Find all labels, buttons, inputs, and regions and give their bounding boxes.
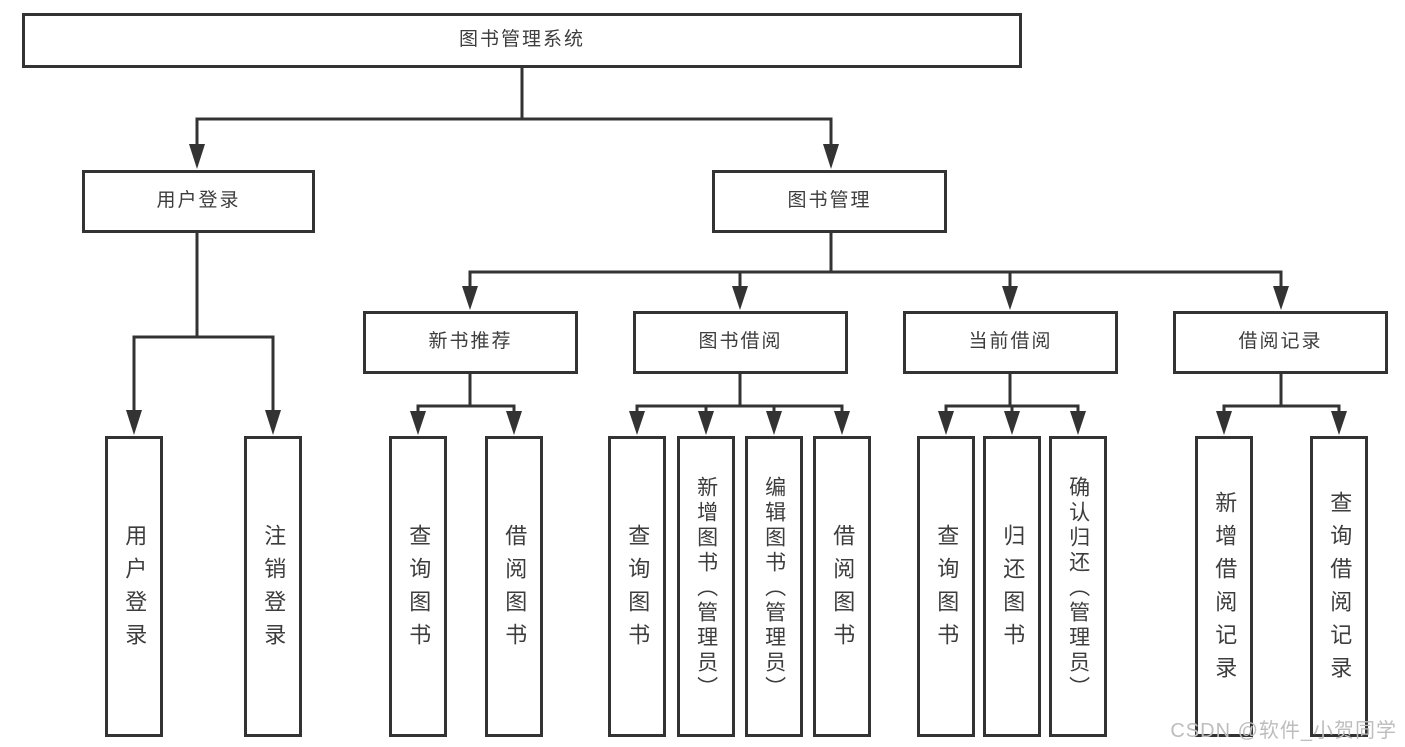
node-query-book-borrow: 查询图书 [608,436,666,737]
node-query-book-current: 查询图书 [917,436,975,737]
node-return-book: 归还图书 [983,436,1041,737]
arrowhead-icons [126,144,1347,435]
node-root: 图书管理系统 [22,13,1022,68]
node-borrow-book-recommend: 借阅图书 [485,436,543,737]
node-query-borrow-record: 查询借阅记录 [1310,436,1368,737]
node-borrow-book-leaf: 借阅图书 [813,436,871,737]
node-confirm-return-admin: 确认归还（管理员） [1049,436,1107,737]
node-borrow-records: 借阅记录 [1173,311,1388,374]
node-user-login-leaf: 用户登录 [105,436,163,737]
node-user-login: 用户登录 [82,170,315,233]
node-add-book-admin: 新增图书（管理员） [677,436,735,737]
node-new-book-recommend: 新书推荐 [363,311,578,374]
node-book-borrow: 图书借阅 [633,311,848,374]
node-book-management: 图书管理 [712,170,947,233]
node-logout-leaf: 注销登录 [244,436,302,737]
node-current-borrow: 当前借阅 [903,311,1118,374]
node-query-book-recommend: 查询图书 [389,436,447,737]
node-edit-book-admin: 编辑图书（管理员） [745,436,803,737]
csdn-watermark: CSDN @软件_小贺同学 [1170,720,1397,742]
tree-edges [132,68,1341,414]
node-add-borrow-record: 新增借阅记录 [1195,436,1253,737]
